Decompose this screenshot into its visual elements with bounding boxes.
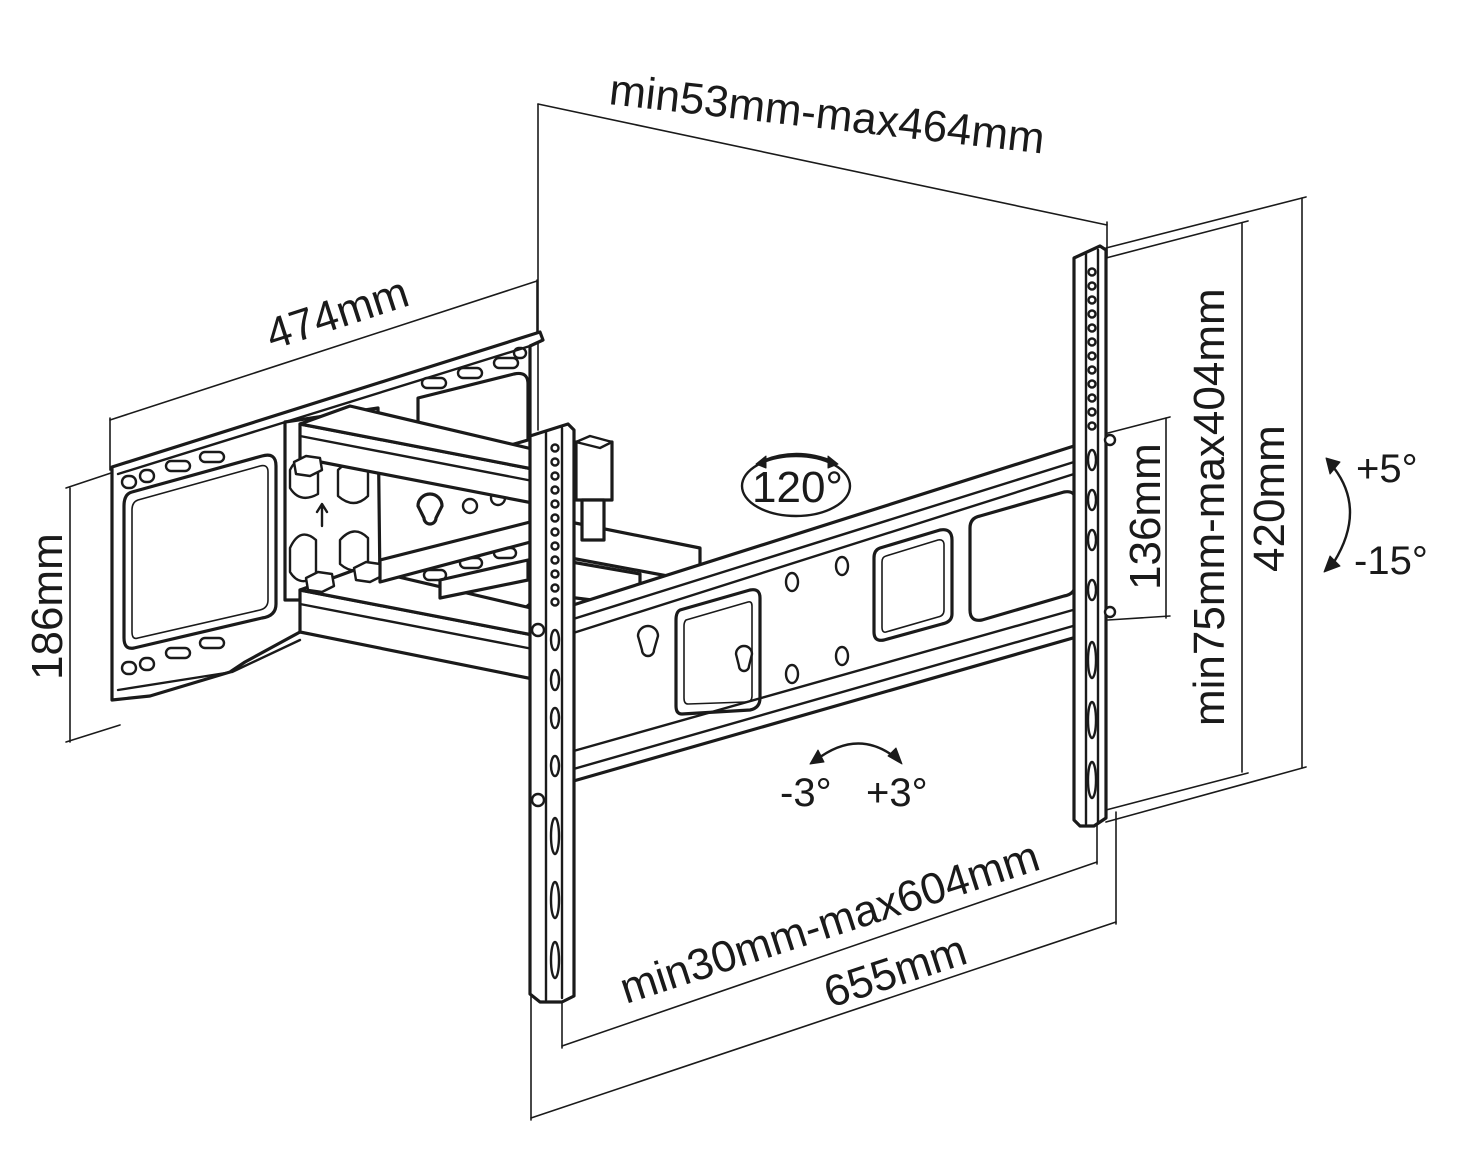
bracket-screw	[530, 622, 546, 638]
tv-plate-hole	[834, 555, 850, 577]
wall-plate-window-right	[416, 371, 530, 474]
level-indicator	[809, 742, 903, 765]
right-bracket-body	[1072, 244, 1108, 828]
swivel-indicator	[740, 452, 852, 518]
dim-136-top-ext	[1107, 416, 1171, 434]
tilt-up-label: +5°	[1356, 447, 1418, 491]
tv-plate-window-left	[674, 588, 762, 716]
middle-crossbar	[438, 558, 530, 600]
tv-plate-top-flange	[568, 460, 1076, 622]
vesa-vertical-label: min75mm-max404mm	[1185, 288, 1234, 726]
wall-plate-height-label: 186mm	[23, 533, 72, 680]
level-left-label: -3°	[780, 771, 832, 815]
tilt-down-label: -15°	[1354, 539, 1428, 583]
tv-plate-window-mid	[872, 528, 954, 642]
swivel-angle-label: 120°	[752, 463, 843, 512]
nut	[352, 560, 384, 584]
arm-extension-label: min53mm-max464mm	[607, 65, 1047, 163]
arrow-up-icon	[315, 502, 329, 528]
arm-bracket-height-label: 136mm	[1121, 443, 1170, 590]
keyhole	[636, 624, 660, 658]
tilt-indicator	[1323, 457, 1352, 573]
bracket-screw	[530, 792, 546, 808]
dim-404-top-ext	[1105, 220, 1249, 259]
dim-655-line	[530, 921, 1117, 1119]
tv-plate-hole	[784, 571, 800, 593]
level-right-label: +3°	[866, 771, 928, 815]
keyhole-top	[416, 492, 444, 526]
wall-plate-flange-bottom	[116, 638, 302, 692]
dim-extension-line	[537, 103, 1108, 226]
tv-plate-window-left-inner	[683, 601, 753, 705]
dim-420-top-ext	[1105, 196, 1307, 249]
wall-plate-window-left	[122, 453, 278, 650]
tv-plate-bottom-flange-2	[568, 622, 1082, 772]
dim-474-line	[109, 280, 538, 421]
bracket-screw	[1103, 433, 1117, 447]
bracket-screw	[1103, 605, 1117, 619]
curved-double-arrow-icon	[814, 742, 898, 762]
curved-double-arrow-icon	[1332, 466, 1352, 564]
dim-186-bottom-ext	[65, 724, 121, 743]
tv-plate-window-mid-inner	[881, 539, 945, 633]
tv-plate-bottom-flange	[568, 606, 1082, 754]
swivel-ellipse	[740, 454, 852, 518]
nut	[304, 570, 336, 594]
wall-plate-hole	[461, 497, 479, 515]
left-vertical-bracket	[528, 422, 576, 1004]
dim-136-bottom-ext	[1107, 615, 1171, 621]
left-bracket-holes	[549, 443, 561, 980]
keyhole	[734, 644, 754, 673]
tv-plate-hole	[834, 645, 850, 667]
dim-420-bottom-ext	[1105, 766, 1307, 823]
dim-404-bottom-ext	[1105, 772, 1249, 811]
hinge-pin-shaft	[580, 498, 606, 542]
arm-assembly-rear	[283, 404, 550, 682]
hinge-pin-cap	[574, 440, 614, 502]
overall-height-label: 420mm	[1245, 425, 1294, 572]
right-vertical-bracket	[1072, 244, 1117, 828]
tv-plate	[568, 444, 1082, 784]
right-bracket-holes	[1086, 267, 1098, 800]
wall-plate-window-left-inner	[131, 464, 269, 640]
dim-604-line	[561, 861, 1098, 1047]
nut	[292, 454, 324, 478]
tv-plate-top-flange-2	[568, 472, 1076, 636]
hinge-pin-top	[574, 434, 614, 450]
tv-plate-hole	[784, 663, 800, 685]
curved-double-arrow-icon	[758, 452, 836, 464]
